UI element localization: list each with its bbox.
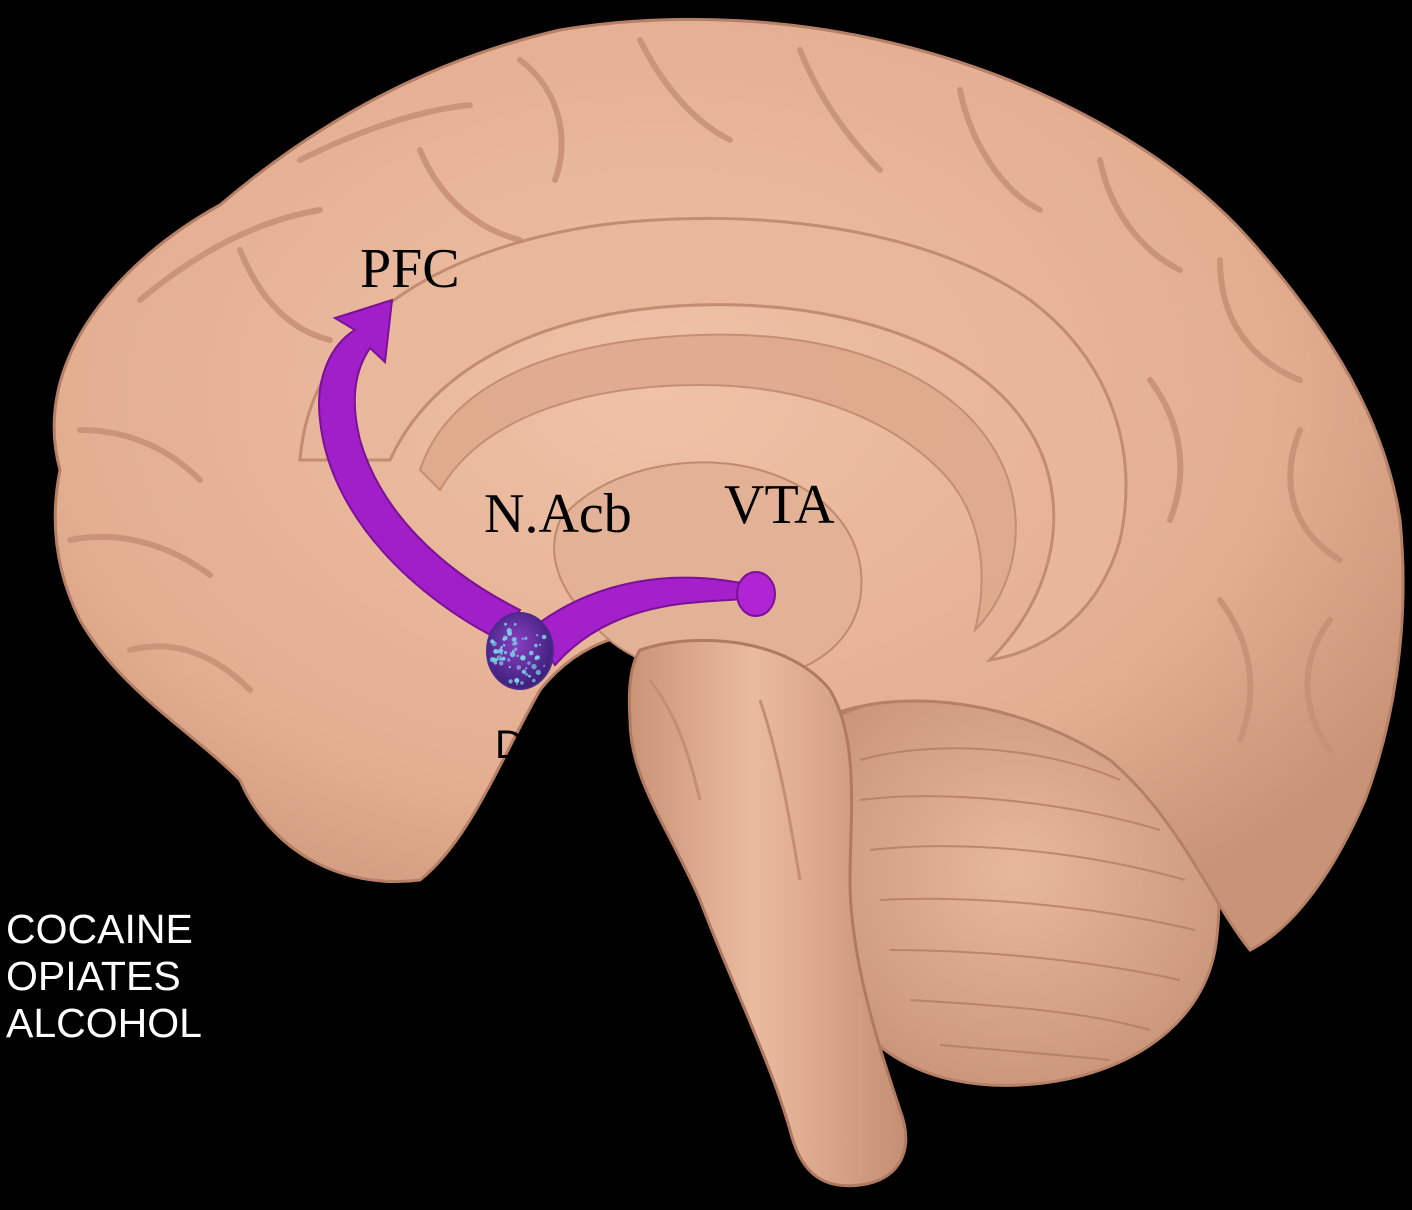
nucleus-accumbens-da-release	[487, 613, 553, 689]
drug-item: OPIATES	[6, 953, 202, 1000]
da-label: DA	[495, 723, 551, 767]
drug-list: COCAINE OPIATES ALCOHOL	[6, 906, 202, 1047]
vta-label: VTA	[724, 474, 835, 536]
nacb-label: N.Acb	[484, 483, 632, 545]
drug-item: COCAINE	[6, 906, 202, 953]
pfc-label: PFC	[360, 238, 460, 300]
vta-nucleus	[737, 572, 775, 616]
drug-item: ALCOHOL	[6, 1000, 202, 1047]
